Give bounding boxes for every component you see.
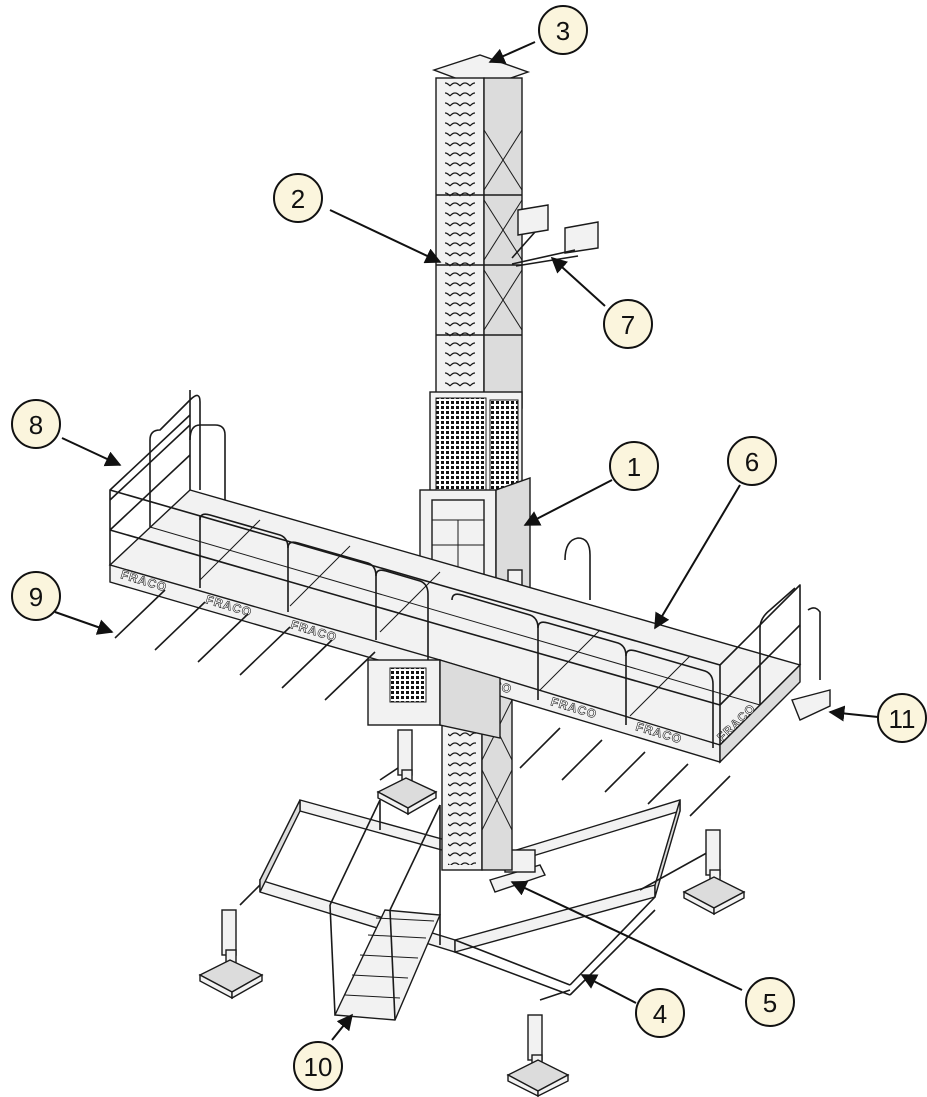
leader-line-10 <box>331 1013 353 1041</box>
callout-label: 8 <box>29 410 43 440</box>
callout-label: 11 <box>889 704 916 734</box>
callout-9: 9 <box>11 571 61 621</box>
leader-line-1 <box>523 479 613 526</box>
callout-label: 4 <box>653 999 667 1029</box>
callout-2: 2 <box>273 173 323 223</box>
callout-11: 11 <box>877 693 927 743</box>
leader-line-5 <box>510 880 743 991</box>
outrigger-jacks <box>198 729 746 1097</box>
leader-line-6 <box>654 484 741 630</box>
guardrails <box>109 390 821 748</box>
leader-line-8 <box>61 437 122 467</box>
callout-10: 10 <box>293 1041 343 1091</box>
callouts: 1 2 3 4 5 6 7 8 <box>11 5 927 1091</box>
drive-unit <box>429 391 523 501</box>
mast-ties <box>511 204 599 267</box>
callout-6: 6 <box>727 436 777 486</box>
callout-label: 6 <box>745 447 759 477</box>
callout-3: 3 <box>538 5 588 55</box>
leader-line-7 <box>550 256 606 307</box>
callout-8: 8 <box>11 399 61 449</box>
callout-label: 10 <box>304 1052 333 1082</box>
callout-label: 3 <box>556 16 570 46</box>
leader-line-4 <box>580 974 637 1004</box>
callout-label: 7 <box>621 310 635 340</box>
callout-label: 9 <box>29 582 43 612</box>
callout-label: 5 <box>763 988 777 1018</box>
leader-line-2 <box>329 209 442 264</box>
callout-1: 1 <box>609 441 659 491</box>
callout-5: 5 <box>745 977 795 1027</box>
platform: FRACO FRACO FRACO FRACO FRACO FRACO FRAC… <box>108 390 831 817</box>
base-frame <box>239 759 713 1001</box>
access-stair <box>329 799 442 1021</box>
callout-label: 1 <box>627 452 641 482</box>
callout-label: 2 <box>291 184 305 214</box>
leader-line-9 <box>54 611 114 635</box>
leader-line-3 <box>488 41 536 64</box>
callout-4: 4 <box>635 988 685 1038</box>
extension-beams-right <box>519 727 731 817</box>
callout-7: 7 <box>603 299 653 349</box>
leader-line-11 <box>828 705 879 722</box>
extension-beams-left <box>114 589 376 701</box>
